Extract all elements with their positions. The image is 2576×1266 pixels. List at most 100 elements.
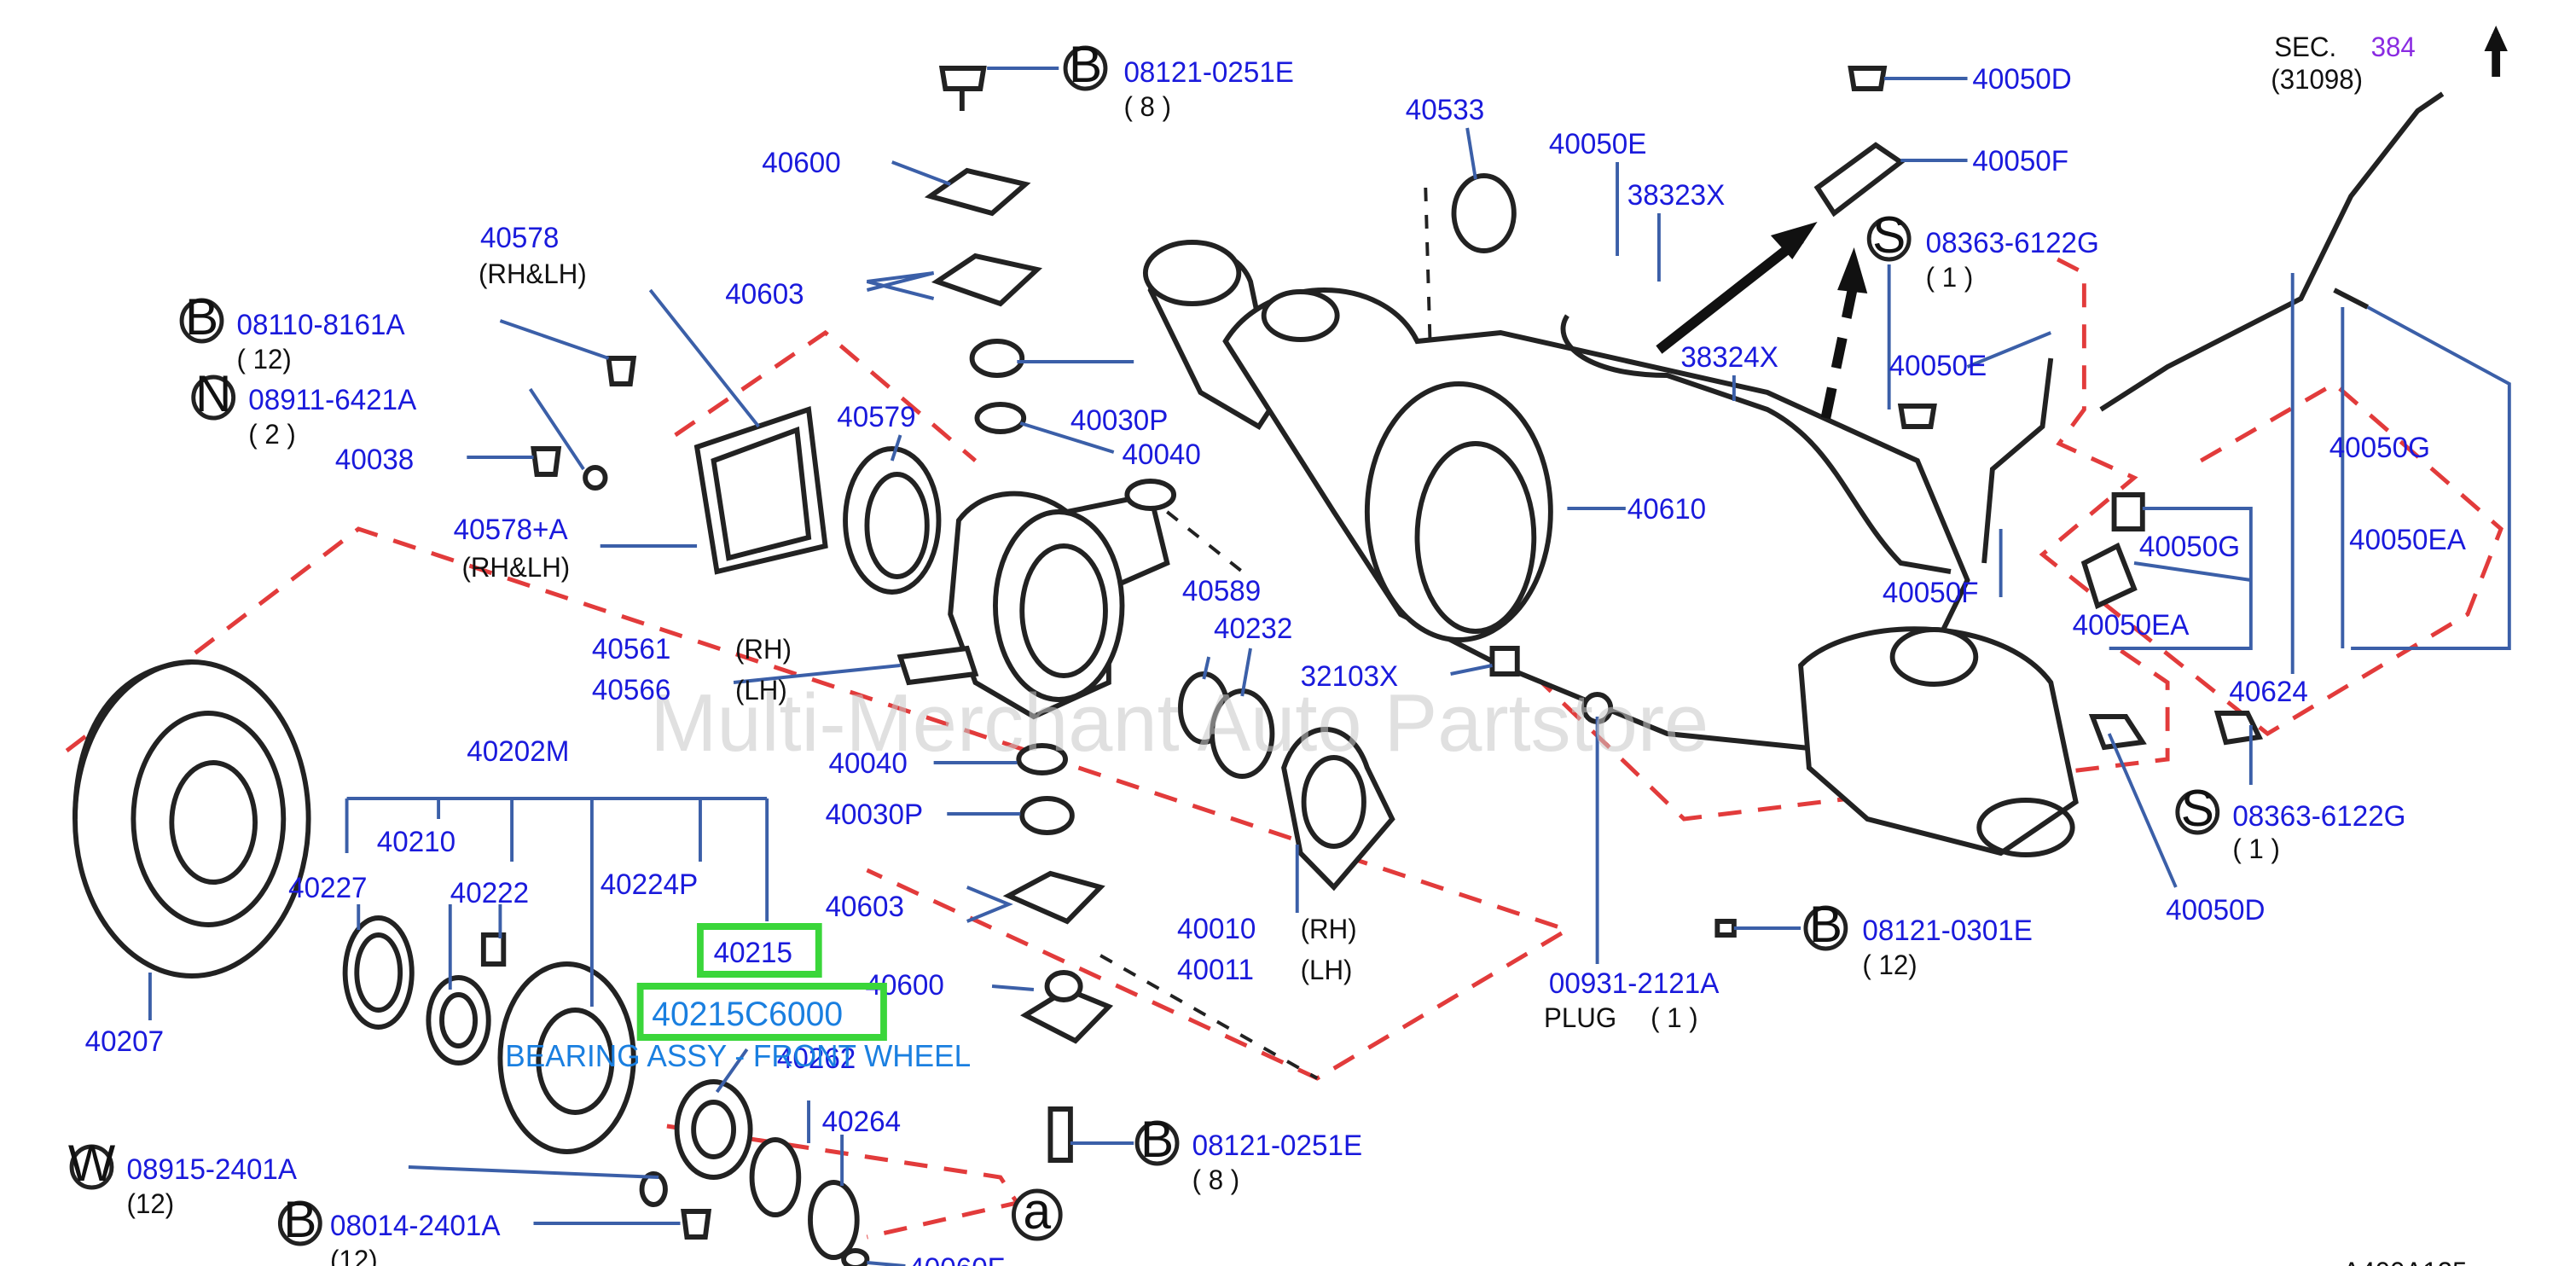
label-40578a-rhlh: (RH&LH) (461, 552, 570, 583)
prefix-s-bottom: S (2181, 779, 2214, 837)
prefix-b-08110: B (185, 287, 218, 346)
label-40603-mid[interactable]: 40603 (826, 891, 904, 923)
label-40050ea-right[interactable]: 40050EA (2349, 525, 2466, 556)
label-40624[interactable]: 40624 (2229, 677, 2307, 708)
label-40566[interactable]: 40566 (592, 675, 670, 706)
label-38323x[interactable]: 38323X (1627, 180, 1726, 212)
leader-lines (148, 67, 2511, 1266)
label-40610[interactable]: 40610 (1627, 494, 1706, 526)
prefix-n-08911: N (195, 364, 231, 422)
label-40227[interactable]: 40227 (288, 873, 367, 904)
label-40050d-top[interactable]: 40050D (1972, 64, 2071, 96)
prefix-b-bottom: B (1140, 1110, 1174, 1168)
label-08121-top[interactable]: 08121-0251E (1123, 57, 1294, 89)
label-08121-bottom[interactable]: 08121-0251E (1192, 1130, 1363, 1162)
brake-lines (1560, 91, 2445, 574)
label-40010-rh: (RH) (1301, 914, 1357, 944)
label-08363-bottom[interactable]: 08363-6122G (2232, 801, 2405, 833)
highlighted-part[interactable]: 40215 40215C6000 BEARING ASSY - FRONT WH… (505, 923, 971, 1073)
label-40561-rh: (RH) (735, 634, 792, 665)
label-40050e-top[interactable]: 40050E (1549, 129, 1647, 160)
qty-08121-bottom: ( 8 ) (1192, 1164, 1240, 1195)
group-outline-left (65, 526, 1573, 1081)
label-40050e-mid[interactable]: 40050E (1889, 351, 1987, 382)
prefix-circles: B B N S S B B W B a (68, 35, 2220, 1248)
watermark: Multi-Merchant Auto Partstore (650, 677, 1709, 769)
steering-knuckle (896, 479, 1177, 720)
axle-housing (1142, 240, 2079, 857)
qty-08110: ( 12) (237, 344, 292, 375)
label-40222[interactable]: 40222 (450, 878, 529, 909)
hub-assembly (342, 671, 1395, 1260)
group-outline-right (2039, 253, 2503, 737)
label-40050g-right[interactable]: 40050G (2329, 433, 2430, 464)
small-parts (480, 66, 2264, 1266)
reference-a: a (1024, 1182, 1052, 1240)
part-labels[interactable]: 08121-0251E ( 8 ) 40600 40578 (RH&LH) 40… (85, 32, 2467, 1266)
label-40202m[interactable]: 40202M (467, 736, 569, 768)
label-40215c6000[interactable]: 40215C6000 (652, 996, 843, 1034)
label-08110[interactable]: 08110-8161A (237, 310, 406, 341)
label-40060f[interactable]: 40060F (908, 1253, 1005, 1266)
label-40040-mid[interactable]: 40040 (828, 748, 907, 780)
label-40215[interactable]: 40215 (714, 938, 792, 969)
label-40011[interactable]: 40011 (1177, 955, 1254, 986)
qty-08911: ( 2 ) (248, 419, 296, 450)
label-40264[interactable]: 40264 (822, 1106, 901, 1138)
group-outline-knuckle (674, 329, 978, 462)
prefix-b-0301: B (1809, 895, 1842, 953)
label-40603-top[interactable]: 40603 (725, 279, 804, 311)
highlight-box-40215c6000 (636, 983, 887, 1041)
label-40589[interactable]: 40589 (1182, 576, 1261, 607)
label-40040-top[interactable]: 40040 (1123, 439, 1201, 471)
label-40232[interactable]: 40232 (1214, 613, 1292, 645)
label-40579[interactable]: 40579 (837, 402, 915, 433)
label-08014[interactable]: 08014-2401A (330, 1211, 501, 1242)
qty-08014: (12) (330, 1245, 378, 1266)
label-08911[interactable]: 08911-6421A (248, 385, 417, 416)
label-40578[interactable]: 40578 (480, 223, 559, 254)
label-08915[interactable]: 08915-2401A (127, 1154, 298, 1186)
black-dashed-knuckle (1166, 510, 1244, 573)
gaskets (693, 406, 942, 595)
label-08121-0301e[interactable]: 08121-0301E (1862, 915, 2033, 947)
label-38324x[interactable]: 38324X (1680, 342, 1778, 374)
label-40566-lh: (LH) (735, 675, 787, 706)
label-40050f-top[interactable]: 40050F (1972, 146, 2068, 177)
prefix-b-08014: B (283, 1190, 316, 1248)
label-32103x[interactable]: 32103X (1301, 661, 1399, 693)
prefix-b-top: B (1069, 35, 1102, 93)
label-40561[interactable]: 40561 (592, 634, 670, 665)
label-40010[interactable]: 40010 (1177, 914, 1256, 945)
label-40262[interactable]: 40262 (777, 1043, 856, 1075)
qty-00931: ( 1 ) (1651, 1002, 1698, 1033)
label-40050g-mid[interactable]: 40050G (2139, 531, 2240, 563)
label-40224p[interactable]: 40224P (600, 869, 699, 901)
highlight-box-40215 (697, 923, 822, 978)
label-40578a[interactable]: 40578+A (454, 514, 569, 546)
label-40050ea-mid[interactable]: 40050EA (2073, 610, 2190, 642)
section-prefix: SEC. (2274, 32, 2336, 62)
diagram-id: A400A125 (2342, 1257, 2467, 1266)
qty-08363-bottom: ( 1 ) (2232, 833, 2280, 864)
label-40210[interactable]: 40210 (377, 827, 455, 858)
prefix-s-top: S (1872, 206, 1906, 264)
section-number[interactable]: 384 (2371, 32, 2416, 62)
label-40533[interactable]: 40533 (1406, 95, 1484, 126)
label-40030p-mid[interactable]: 40030P (826, 799, 924, 831)
label-40578-rhlh: (RH&LH) (479, 258, 587, 289)
label-40030p-top[interactable]: 40030P (1070, 405, 1169, 437)
section-sub: (31098) (2271, 64, 2363, 95)
label-40600-top[interactable]: 40600 (762, 148, 840, 179)
label-40050d-bottom[interactable]: 40050D (2166, 895, 2265, 926)
label-40050f-mid[interactable]: 40050F (1883, 578, 1979, 609)
label-40038[interactable]: 40038 (335, 444, 414, 476)
label-40011-lh: (LH) (1301, 955, 1353, 985)
highlight-description: BEARING ASSY - FRONT WHEEL (505, 1039, 971, 1073)
label-08363-top[interactable]: 08363-6122G (1926, 228, 2099, 259)
prefix-w-08915: W (68, 1134, 115, 1192)
qty-08121-top: ( 8 ) (1123, 91, 1171, 122)
label-40207[interactable]: 40207 (85, 1026, 164, 1058)
label-00931[interactable]: 00931-2121A (1549, 968, 1720, 1000)
